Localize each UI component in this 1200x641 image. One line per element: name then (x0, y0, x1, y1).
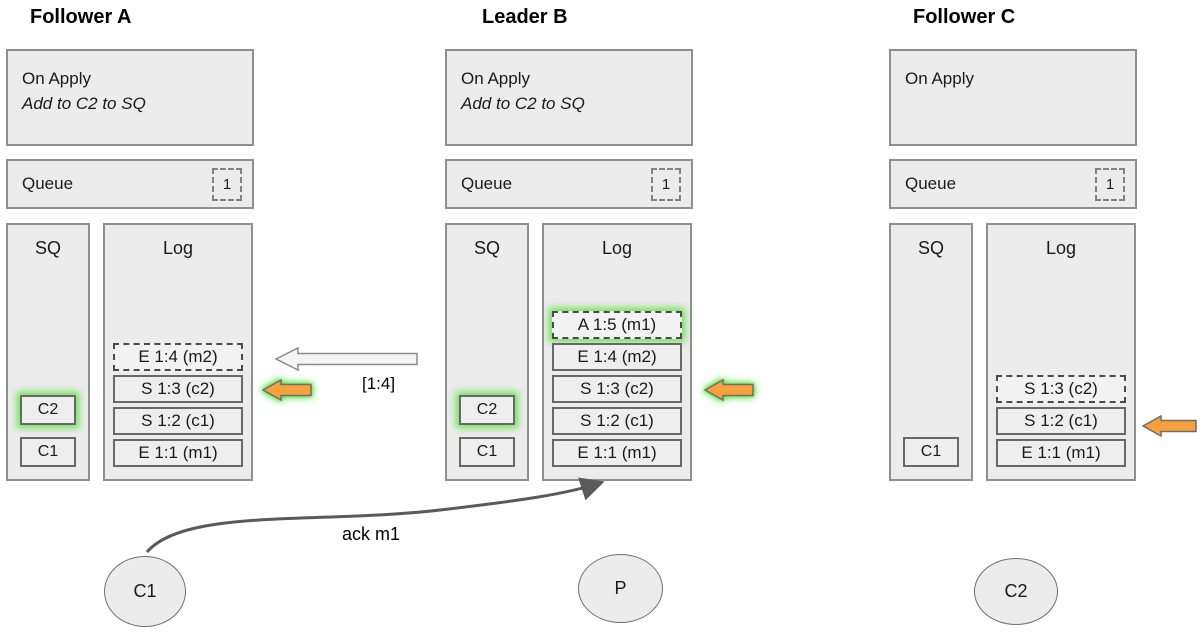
log-entry: E 1:4 (m2) (552, 343, 682, 371)
client-c1: C1 (104, 556, 186, 627)
log-entries: E 1:4 (m2) S 1:3 (c2) S 1:2 (c1) E 1:1 (… (105, 259, 251, 479)
log-entry: E 1:1 (m1) (552, 439, 682, 467)
on-apply-label: On Apply (461, 69, 530, 88)
log-header: Log (601, 238, 633, 258)
log-entry: E 1:4 (m2) (113, 343, 243, 371)
on-apply-label: On Apply (22, 69, 91, 88)
log-entry: S 1:3 (c2) (552, 375, 682, 403)
sq-items: C2 C1 (447, 259, 527, 479)
on-apply-box: On Apply Add to C2 to SQ (445, 49, 693, 146)
sq-item-c1: C1 (459, 437, 515, 467)
log-entry: S 1:2 (c1) (996, 407, 1126, 435)
sq-header: SQ (34, 238, 61, 258)
queue-label: Queue (905, 174, 957, 193)
sq-box: SQ C2 C1 (445, 223, 529, 481)
sq-item-c1: C1 (903, 437, 959, 467)
on-apply-rule: Add to C2 to SQ (22, 94, 146, 113)
queue-box: Queue 1 (445, 159, 693, 209)
sq-item-c2: C2 (20, 395, 76, 425)
log-entry: S 1:2 (c1) (552, 407, 682, 435)
sq-header: SQ (917, 238, 944, 258)
sq-box: SQ C1 (889, 223, 973, 481)
queue-count-badge: 1 (651, 167, 681, 201)
client-p: P (578, 554, 663, 623)
node-title: Follower C (913, 6, 1016, 28)
queue-box: Queue 1 (6, 159, 254, 209)
queue-box: Queue 1 (889, 159, 1137, 209)
queue-count-badge: 1 (212, 167, 242, 201)
on-apply-box: On Apply Add to C2 to SQ (6, 49, 254, 146)
node-follower-c: Follower C On Apply Queue 1 SQ C1 Log S … (889, 0, 1137, 482)
log-entries: S 1:3 (c2) S 1:2 (c1) E 1:1 (m1) (988, 259, 1134, 479)
queue-label: Queue (461, 174, 513, 193)
on-apply-label: On Apply (905, 69, 974, 88)
log-box: Log E 1:4 (m2) S 1:3 (c2) S 1:2 (c1) E 1… (103, 223, 253, 481)
node-leader-b: Leader B On Apply Add to C2 to SQ Queue … (445, 0, 693, 482)
log-entry: E 1:1 (m1) (996, 439, 1126, 467)
node-title: Follower A (30, 6, 132, 28)
log-box: Log S 1:3 (c2) S 1:2 (c1) E 1:1 (m1) (986, 223, 1136, 481)
sq-items: C1 (891, 259, 971, 479)
client-c2: C2 (974, 558, 1058, 625)
log-box: Log A 1:5 (m1) E 1:4 (m2) S 1:3 (c2) S 1… (542, 223, 692, 481)
log-header: Log (162, 238, 194, 258)
node-follower-a: Follower A On Apply Add to C2 to SQ Queu… (6, 0, 254, 482)
sq-item-c2: C2 (459, 395, 515, 425)
apply-arrow-b-icon (703, 378, 754, 402)
sq-items: C2 C1 (8, 259, 88, 479)
replicate-range-label: [1:4] (362, 374, 396, 393)
queue-label: Queue (22, 174, 74, 193)
on-apply-rule: Add to C2 to SQ (461, 94, 585, 113)
log-entry: S 1:2 (c1) (113, 407, 243, 435)
apply-arrow-c-icon (1141, 414, 1197, 438)
log-entry: E 1:1 (m1) (113, 439, 243, 467)
log-entries: A 1:5 (m1) E 1:4 (m2) S 1:3 (c2) S 1:2 (… (544, 259, 690, 479)
apply-arrow-a-icon (261, 378, 312, 402)
sq-item-c1: C1 (20, 437, 76, 467)
sq-header: SQ (473, 238, 500, 258)
ack-label: ack m1 (342, 524, 401, 544)
node-title: Leader B (482, 6, 568, 28)
log-header: Log (1045, 238, 1077, 258)
queue-count-badge: 1 (1095, 167, 1125, 201)
log-entry-uncommitted: A 1:5 (m1) (552, 311, 682, 339)
log-entry-uncommitted: S 1:3 (c2) (996, 375, 1126, 403)
replicate-arrow-icon (274, 346, 418, 372)
on-apply-box: On Apply (889, 49, 1137, 146)
sq-box: SQ C2 C1 (6, 223, 90, 481)
log-entry: S 1:3 (c2) (113, 375, 243, 403)
